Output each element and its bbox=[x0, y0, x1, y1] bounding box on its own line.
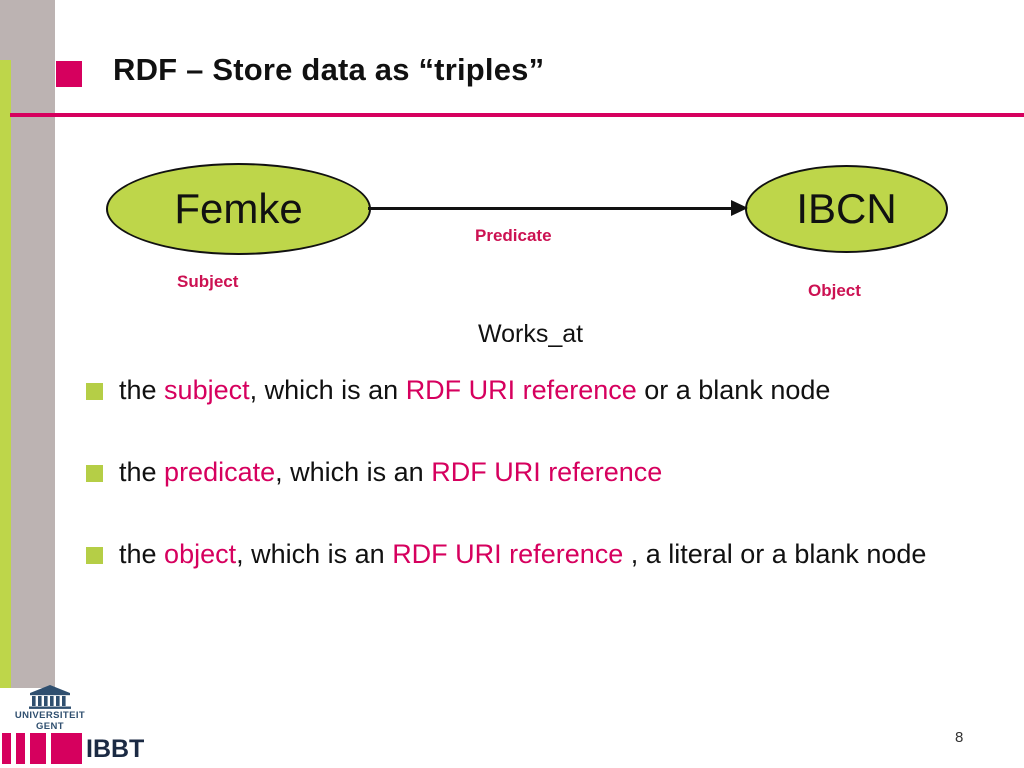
universiteit-gent-logo: UNIVERSITEIT GENT bbox=[14, 684, 86, 732]
list-item-text: the predicate, which is an RDF URI refer… bbox=[119, 457, 663, 487]
bullet-square-icon bbox=[86, 383, 103, 400]
ibbt-bar bbox=[2, 733, 11, 764]
ugent-logo-line1: UNIVERSITEIT bbox=[14, 710, 86, 721]
ibbt-bars-icon bbox=[2, 733, 82, 764]
role-label-subject: Subject bbox=[177, 272, 239, 291]
ibbt-bar bbox=[51, 733, 82, 764]
ugent-logo-line2: GENT bbox=[36, 721, 64, 732]
title-divider bbox=[10, 113, 1024, 117]
subject-node: Femke bbox=[106, 163, 371, 255]
bullet-square-icon bbox=[86, 547, 103, 564]
predicate-arrow-line bbox=[368, 207, 738, 210]
building-icon bbox=[29, 685, 71, 709]
object-node: IBCN bbox=[745, 165, 948, 253]
list-item-text: the object, which is an RDF URI referenc… bbox=[119, 539, 927, 569]
bullet-square-icon bbox=[86, 465, 103, 482]
page-title: RDF – Store data as “triples” bbox=[113, 52, 545, 87]
ibbt-logo: IBBT bbox=[2, 733, 144, 764]
bullet-list: the subject, which is an RDF URI referen… bbox=[86, 370, 986, 616]
ibbt-logo-label: IBBT bbox=[86, 735, 145, 763]
list-item: the subject, which is an RDF URI referen… bbox=[86, 370, 986, 410]
rdf-triple-diagram: Femke IBCN Works_at bbox=[0, 150, 1024, 348]
object-node-label: IBCN bbox=[796, 185, 897, 232]
title-bullet-square bbox=[56, 61, 82, 87]
list-item-text: the subject, which is an RDF URI referen… bbox=[119, 375, 831, 405]
page-number: 8 bbox=[955, 729, 964, 746]
ibbt-bar bbox=[16, 733, 25, 764]
list-item: the object, which is an RDF URI referenc… bbox=[86, 534, 986, 574]
subject-node-label: Femke bbox=[174, 185, 303, 232]
sidebar-green-stripe bbox=[0, 60, 11, 688]
predicate-arrow-head-icon bbox=[731, 200, 748, 216]
role-label-object: Object bbox=[808, 281, 861, 300]
predicate-edge-label: Works_at bbox=[478, 320, 584, 348]
role-label-predicate: Predicate bbox=[475, 226, 552, 245]
list-item: the predicate, which is an RDF URI refer… bbox=[86, 452, 986, 492]
ibbt-bar bbox=[30, 733, 46, 764]
